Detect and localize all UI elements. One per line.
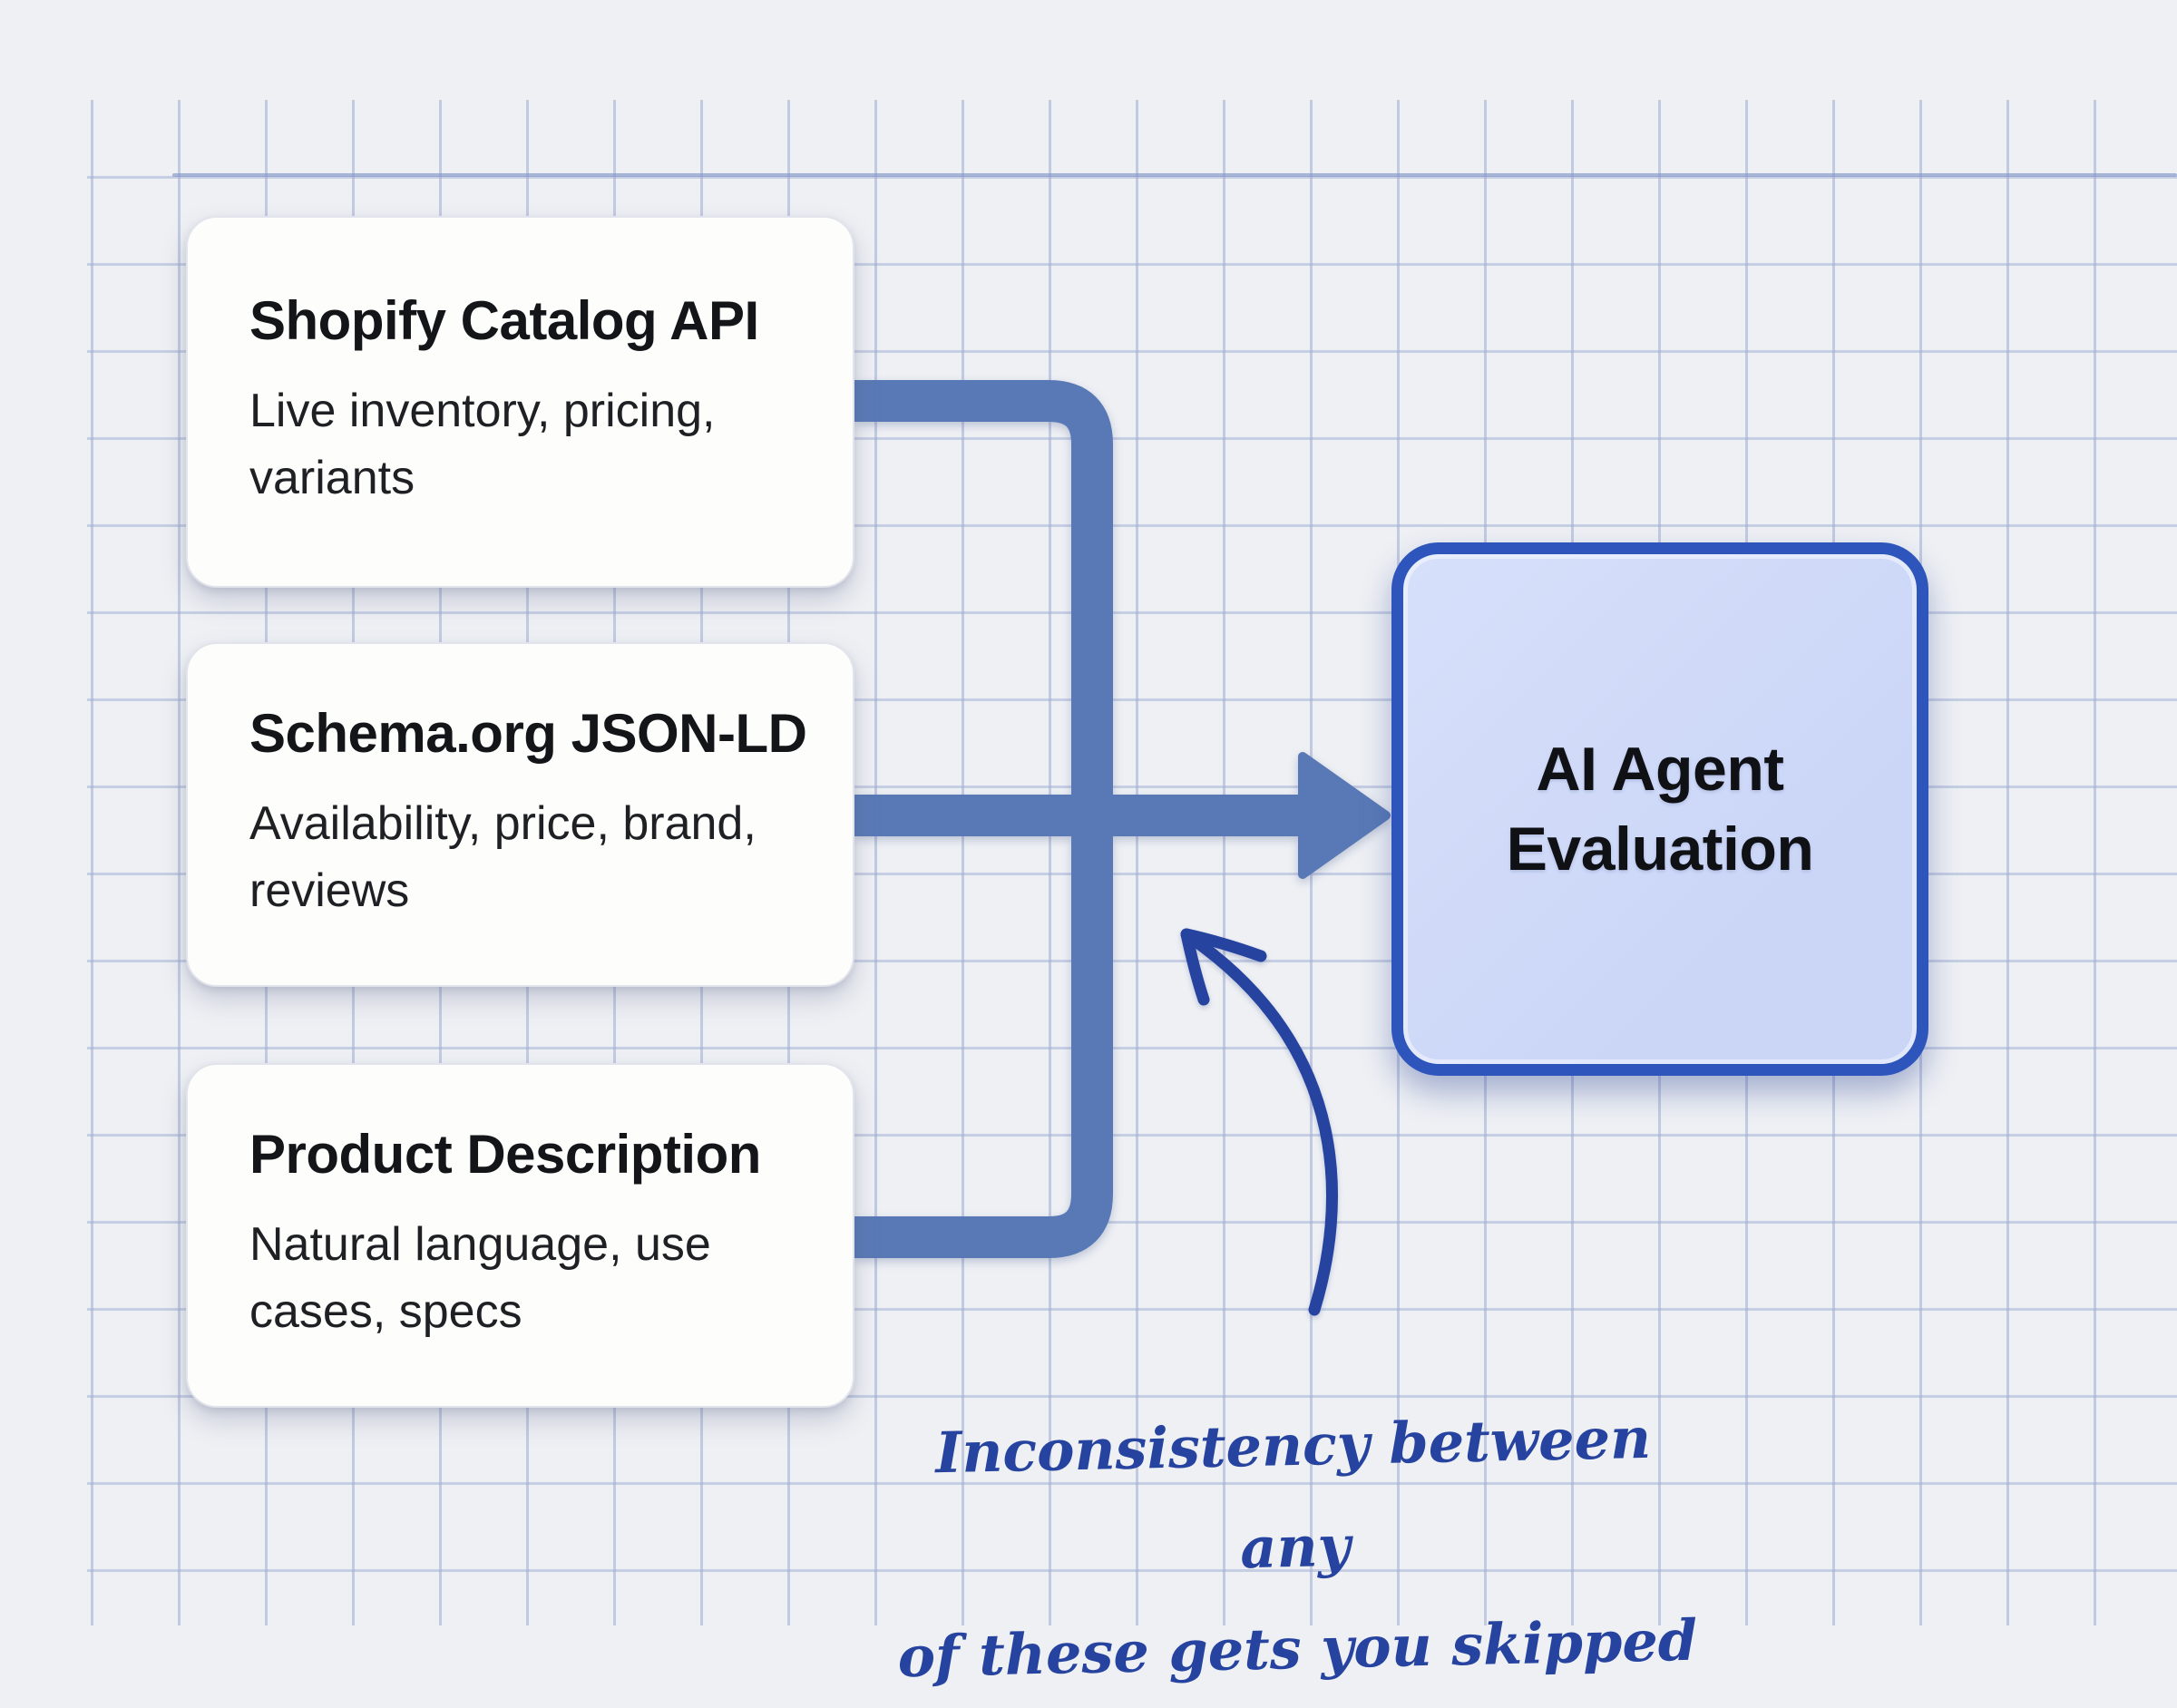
source-card-shopify: Shopify Catalog API Live inventory, pric… bbox=[186, 216, 854, 588]
card-subtitle: Live inventory, pricing, variants bbox=[249, 385, 716, 504]
diagram-canvas: Shopify Catalog API Live inventory, pric… bbox=[87, 100, 2177, 1690]
annotation-text: Inconsistency between any of these gets … bbox=[896, 1404, 1698, 1691]
card-title: Product Description bbox=[249, 1124, 761, 1186]
source-card-schema: Schema.org JSON-LD Availability, price, … bbox=[186, 642, 854, 987]
card-title: Schema.org JSON-LD bbox=[249, 703, 807, 765]
target-label: AI Agent Evaluation bbox=[1506, 734, 1814, 883]
source-card-description: Product Description Natural language, us… bbox=[186, 1063, 854, 1408]
annotation-arrow-icon bbox=[1180, 928, 1338, 1316]
flow-connector-svg bbox=[854, 380, 1391, 1258]
merge-arrowhead-icon bbox=[1298, 752, 1391, 879]
card-title: Shopify Catalog API bbox=[249, 290, 759, 352]
card-subtitle: Natural language, use cases, specs bbox=[249, 1218, 711, 1338]
card-subtitle: Availability, price, brand, reviews bbox=[249, 797, 757, 917]
ai-agent-evaluation-box: AI Agent Evaluation bbox=[1391, 542, 1928, 1076]
grid-accent-line bbox=[172, 173, 2177, 177]
